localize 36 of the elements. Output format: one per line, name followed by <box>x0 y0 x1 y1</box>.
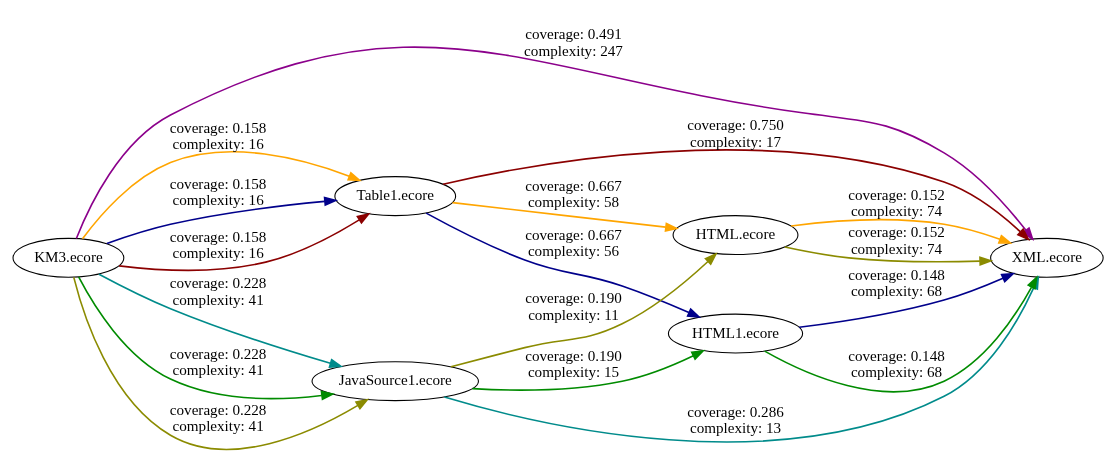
edge-label: coverage: 0.228 complexity: 41 <box>169 345 267 378</box>
edge-label: coverage: 0.148 complexity: 68 <box>848 347 945 380</box>
arrow <box>72 276 370 450</box>
edge-label: coverage: 0.152 complexity: 74 <box>848 186 945 219</box>
arrow <box>81 150 362 240</box>
arrow <box>450 251 718 368</box>
edge-label: coverage: 0.750 complexity: 17 <box>687 116 784 150</box>
edge-label: coverage: 0.158 complexity: 16 <box>169 119 267 152</box>
edge-label: coverage: 0.491 complexity: 247 <box>524 25 623 59</box>
arrow <box>784 245 994 266</box>
edge-label: coverage: 0.158 complexity: 16 <box>169 228 267 261</box>
node-ellipse: KM3.ecore <box>12 237 125 278</box>
node-ellipse: Table1.ecore <box>334 175 457 216</box>
arrow <box>425 211 702 318</box>
edge-label: coverage: 0.148 complexity: 68 <box>848 266 945 299</box>
arrow <box>98 272 344 368</box>
edge-label: coverage: 0.228 complexity: 41 <box>169 401 267 434</box>
edge-label: coverage: 0.190 complexity: 15 <box>525 347 622 380</box>
arrow <box>77 275 336 400</box>
edge-label: coverage: 0.667 complexity: 56 <box>525 226 622 259</box>
arrow <box>451 201 680 232</box>
edge-label: coverage: 0.158 complexity: 16 <box>169 175 267 208</box>
arrow <box>790 218 1013 244</box>
edge-label: coverage: 0.228 complexity: 41 <box>169 274 267 308</box>
node-ellipse: HTML.ecore <box>672 214 799 255</box>
arrow <box>106 196 339 244</box>
arrow <box>471 349 706 391</box>
arrow <box>118 212 371 271</box>
edge-label: coverage: 0.152 complexity: 74 <box>848 223 945 257</box>
node-ellipse: HTML1.ecore <box>667 313 804 354</box>
edge-label: coverage: 0.190 complexity: 11 <box>525 289 622 323</box>
arrow <box>442 148 1031 241</box>
arrow <box>798 272 1016 328</box>
edge-label: coverage: 0.667 complexity: 58 <box>525 177 622 210</box>
edge-label: coverage: 0.286 complexity: 13 <box>687 403 784 436</box>
node-ellipse: XML.ecore <box>990 237 1104 278</box>
